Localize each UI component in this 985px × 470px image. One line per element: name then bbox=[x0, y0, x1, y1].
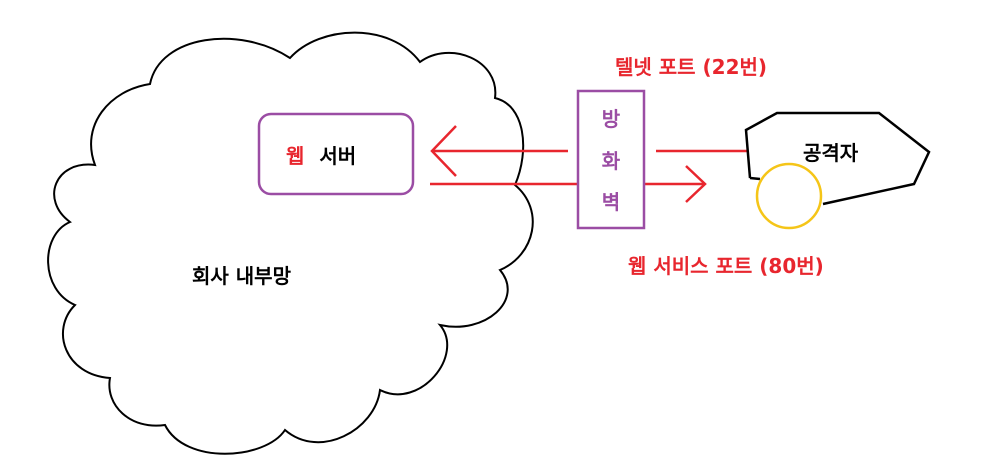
firewall-char-2: 화 bbox=[602, 149, 621, 173]
telnet-arrow-head bbox=[430, 125, 457, 177]
internal-network-label: 회사 내부망 bbox=[192, 264, 292, 288]
telnet-port-label: 텔넷 포트 (22번) bbox=[615, 55, 767, 79]
firewall-char-3: 벽 bbox=[602, 190, 620, 214]
attacker-head-circle bbox=[755, 162, 823, 230]
web-port-label: 웹 서비스 포트 (80번) bbox=[628, 254, 824, 278]
web-server-label: 웹 서버 bbox=[286, 144, 356, 168]
attacker-label: 공격자 bbox=[803, 141, 859, 165]
attacker-shape bbox=[744, 111, 931, 206]
web-server-box bbox=[257, 112, 415, 196]
firewall-box bbox=[576, 89, 646, 230]
web-server-name: 서버 bbox=[319, 144, 356, 168]
internal-network-cloud bbox=[47, 31, 534, 455]
firewall-char-1: 방 bbox=[602, 107, 621, 131]
web-server-prefix: 웹 bbox=[286, 144, 304, 168]
web-service-arrow-head bbox=[685, 165, 707, 203]
